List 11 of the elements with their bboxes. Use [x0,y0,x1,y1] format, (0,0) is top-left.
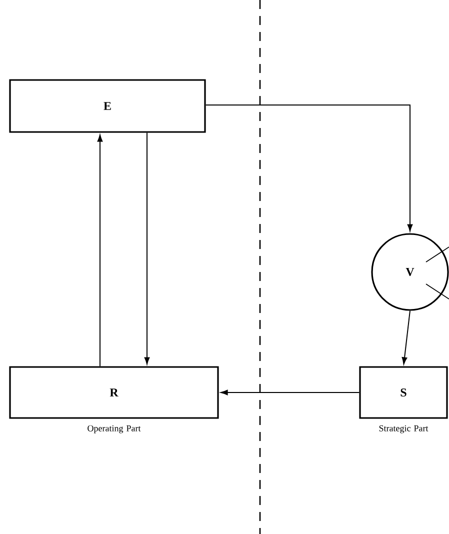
process-box: S [359,366,448,419]
arrow [205,104,413,232]
process-box: R [9,366,219,419]
caption-text: Operating Part [88,425,141,434]
arrow [220,390,360,396]
process-box: E [9,79,206,133]
caption-text: Strategic Part [379,425,428,434]
arrow [144,132,150,364]
arrow [97,134,103,367]
circle-node: V [371,233,449,311]
arrow [402,310,410,364]
